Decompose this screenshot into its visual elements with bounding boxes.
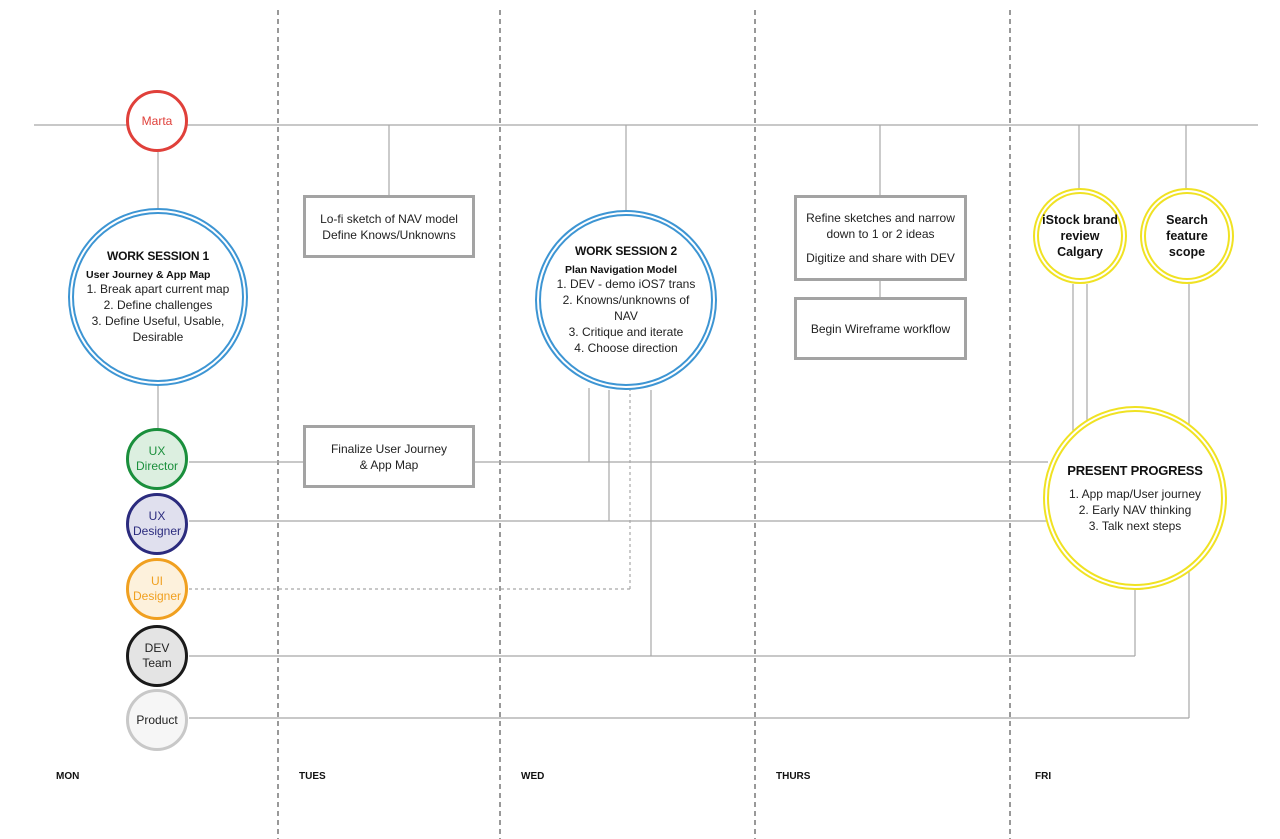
task-text: down to 1 or 2 ideas	[826, 227, 935, 241]
event-istock-review: iStock brand review Calgary	[1033, 188, 1127, 284]
person-marta: Marta	[126, 90, 188, 152]
person-ui-designer: UI Designer	[126, 558, 188, 620]
work-session-2-item: 2. Knowns/unknowns of NAV	[562, 293, 690, 323]
task-lofi-sketch: Lo-fi sketch of NAV model Define Knows/U…	[303, 195, 475, 258]
person-label: Product	[136, 712, 178, 727]
work-session-1-item: 2. Define challenges	[103, 298, 213, 312]
person-label: UX	[148, 509, 166, 523]
person-ux-designer: UX Designer	[126, 493, 188, 555]
work-session-1-item: 1. Break apart current map	[86, 282, 230, 296]
work-session-1-item: 3. Define Useful, Usable,	[91, 314, 225, 328]
present-progress-item: 3. Talk next steps	[1088, 518, 1182, 533]
present-progress-title: PRESENT PROGRESS	[1067, 462, 1203, 478]
event-text: Calgary	[1057, 245, 1103, 259]
day-label-mon: MON	[56, 771, 80, 782]
task-text: Define Knows/Unknowns	[322, 227, 456, 242]
task-text: Refine sketches and narrow	[806, 211, 955, 225]
event-present-progress: PRESENT PROGRESS 1. App map/User journey…	[1043, 406, 1227, 590]
event-text: feature	[1166, 229, 1208, 243]
task-text: Lo-fi sketch of NAV model	[320, 211, 458, 226]
day-label-tues: TUES	[299, 771, 326, 782]
task-text: & App Map	[359, 457, 419, 472]
task-refine-sketches: Refine sketches and narrow down to 1 or …	[794, 195, 967, 281]
work-session-2: WORK SESSION 2 Plan Navigation Model 1. …	[535, 210, 717, 390]
person-product: Product	[126, 689, 188, 751]
day-label-thurs: THURS	[776, 771, 811, 782]
work-session-2-title: WORK SESSION 2	[575, 244, 677, 258]
work-session-1-title: WORK SESSION 1	[107, 249, 209, 263]
person-ux-director: UX Director	[126, 428, 188, 490]
event-search-scope: Search feature scope	[1140, 188, 1234, 284]
task-text: Digitize and share with DEV	[806, 251, 955, 265]
person-label: Director	[135, 459, 178, 473]
work-session-1: WORK SESSION 1 User Journey & App Map 1.…	[68, 208, 248, 386]
person-label: UI	[151, 574, 163, 588]
event-text: iStock brand	[1042, 213, 1118, 227]
task-finalize-journey: Finalize User Journey & App Map	[303, 425, 475, 488]
present-progress-item: 1. App map/User journey	[1068, 486, 1202, 501]
task-wireframe: Begin Wireframe workflow	[794, 297, 967, 360]
person-label: Team	[142, 656, 172, 670]
work-session-2-item: 1. DEV - demo iOS7 trans	[556, 277, 696, 291]
person-dev-team: DEV Team	[126, 625, 188, 687]
day-label-fri: FRI	[1035, 771, 1052, 782]
work-session-1-subtitle: User Journey & App Map	[86, 269, 211, 281]
present-progress-item: 2. Early NAV thinking	[1078, 502, 1192, 517]
work-session-1-item: Desirable	[132, 330, 184, 344]
event-text: review	[1060, 229, 1100, 243]
event-text: scope	[1168, 245, 1206, 259]
person-label: DEV	[144, 641, 170, 655]
task-text: Finalize User Journey	[330, 441, 448, 456]
task-text: Begin Wireframe workflow	[810, 321, 951, 336]
person-marta-label: Marta	[141, 113, 173, 128]
person-label: Designer	[132, 589, 182, 603]
event-text: Search	[1166, 213, 1208, 227]
person-label: Designer	[132, 524, 182, 538]
work-session-2-item: 4. Choose direction	[574, 341, 678, 355]
person-label: UX	[148, 444, 166, 458]
work-session-2-subtitle: Plan Navigation Model	[565, 264, 678, 276]
work-session-2-item: 3. Critique and iterate	[568, 325, 684, 339]
day-label-wed: WED	[521, 771, 545, 782]
